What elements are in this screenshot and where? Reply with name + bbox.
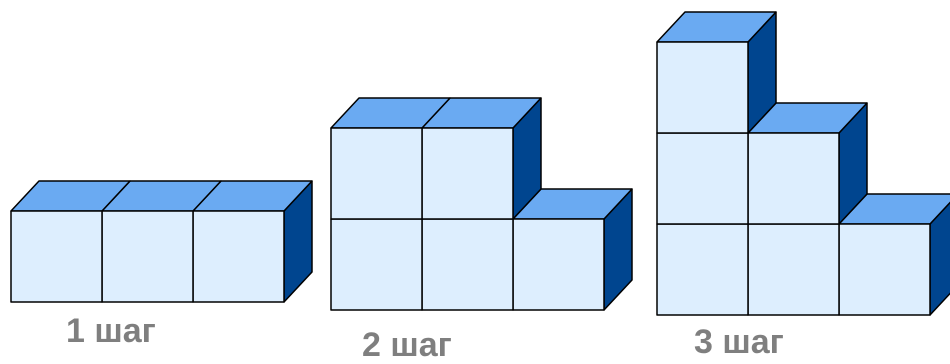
cube-front-face — [656, 41, 749, 134]
cube-front-face — [656, 132, 749, 225]
cube-front-face — [192, 210, 285, 303]
cube-front-face — [838, 223, 931, 316]
step-3-label: 3 шаг — [694, 323, 784, 361]
step-1-label: 1 шаг — [66, 312, 156, 350]
cube-front-face — [421, 127, 514, 220]
cube-front-face — [330, 127, 423, 220]
step-2-figure — [330, 97, 633, 311]
step-3-figure — [656, 11, 950, 316]
cube-front-face — [747, 132, 840, 225]
cube-front-face — [747, 223, 840, 316]
cube-front-face — [656, 223, 749, 316]
cube-front-face — [101, 210, 194, 303]
step-2-label: 2 шаг — [362, 326, 452, 364]
cube-front-face — [10, 210, 103, 303]
cube-front-face — [512, 218, 605, 311]
cube-front-face — [421, 218, 514, 311]
cube-front-face — [330, 218, 423, 311]
step-1-figure — [10, 180, 313, 303]
